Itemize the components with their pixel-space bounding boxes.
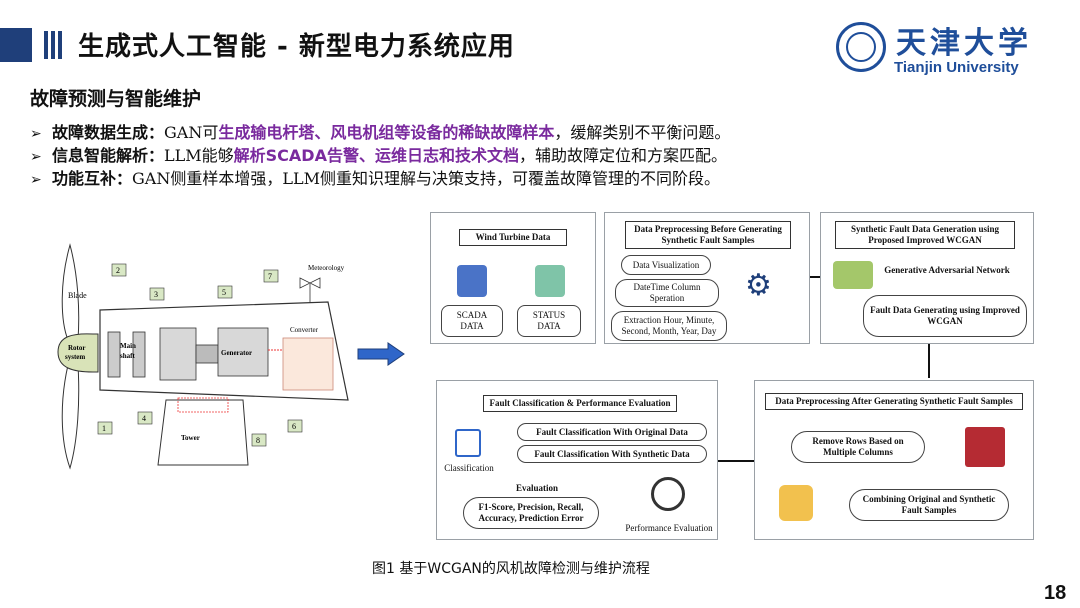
header-stripe: [58, 31, 62, 59]
svg-text:2: 2: [116, 266, 120, 275]
step-pill: Remove Rows Based on Multiple Columns: [791, 431, 925, 463]
classification-label: Classification: [444, 463, 494, 473]
wind-turbine-diagram: Blade Rotor system Main shaft Generator …: [57, 243, 349, 470]
magnifier-icon: [651, 477, 685, 511]
step-pill: Combining Original and Synthetic Fault S…: [849, 489, 1009, 521]
arrow-icon: ➢: [30, 149, 42, 165]
header-accent-bar: [0, 28, 32, 62]
panel-title: Data Preprocessing After Generating Synt…: [765, 393, 1023, 410]
arrow-icon: ➢: [30, 172, 42, 188]
step-pill: Extraction Hour, Minute, Second, Month, …: [611, 311, 727, 341]
svg-text:1: 1: [102, 424, 106, 433]
panel-preprocessing-after: Data Preprocessing After Generating Synt…: [754, 380, 1034, 540]
panel-preprocessing-before: Data Preprocessing Before Generating Syn…: [604, 212, 810, 344]
status-data-label: STATUS DATA: [517, 305, 581, 337]
network-node-icon: [965, 427, 1005, 467]
bullet-key: 信息智能解析：: [52, 146, 165, 165]
number-tags: 1 2 3 4 5 6 7 8: [97, 263, 303, 447]
bullet-highlight: 生成输电杆塔、风电机组等设备的稀缺故障样本: [218, 123, 555, 142]
bullet-list: ➢ 故障数据生成：GAN可生成输电杆塔、风电机组等设备的稀缺故障样本，缓解类别不平…: [30, 121, 1070, 190]
bullet-key: 功能互补：: [52, 169, 133, 188]
bullet-item: ➢ 信息智能解析：LLM能够解析SCADA告警、运维日志和技术文档，辅助故障定位和…: [30, 144, 1070, 167]
svg-text:8: 8: [256, 436, 260, 445]
page-number: 18: [1044, 582, 1067, 604]
connector-arrow: [718, 460, 754, 462]
bullet-key: 故障数据生成：: [52, 123, 165, 142]
header-stripe: [51, 31, 55, 59]
step-pill: Data Visualization: [621, 255, 711, 275]
scada-data-label: SCADA DATA: [441, 305, 503, 337]
generator-label: Generator: [221, 349, 252, 357]
bullet-item: ➢ 故障数据生成：GAN可生成输电杆塔、风电机组等设备的稀缺故障样本，缓解类别不平…: [30, 121, 1070, 144]
metrics-pill: F1-Score, Precision, Recall, Accuracy, P…: [463, 497, 599, 529]
panel-synthetic-generation: Synthetic Fault Data Generation using Pr…: [820, 212, 1034, 344]
performance-label: Performance Evaluation: [625, 523, 713, 533]
gan-network-icon: [833, 261, 873, 289]
connector-arrow: [810, 276, 820, 278]
step-pill: Fault Classification With Synthetic Data: [517, 445, 707, 463]
bullet-text: GAN可: [164, 123, 219, 142]
panel-title: Fault Classification & Performance Evalu…: [483, 395, 677, 412]
arrow-icon: ➢: [30, 126, 42, 142]
evaluation-title: Evaluation: [515, 483, 558, 493]
svg-text:5: 5: [222, 288, 226, 297]
tower-label: Tower: [181, 434, 200, 442]
bullet-text: ，缓解类别不平衡问题。: [554, 123, 731, 142]
logo-english-name: Tianjin University: [894, 59, 1019, 76]
bullet-highlight: 解析SCADA告警、运维日志和技术文档: [233, 146, 519, 165]
step-pill: DateTime Column Speration: [615, 279, 719, 307]
header-stripe: [44, 31, 48, 59]
step-pill: Fault Data Generating using Improved WCG…: [863, 295, 1027, 337]
coins-merge-icon: [779, 485, 813, 521]
step-pill: Fault Classification With Original Data: [517, 423, 707, 441]
status-data-icon: [535, 265, 565, 297]
panel-wind-turbine-data: Wind Turbine Data SCADA DATA STATUS DATA: [430, 212, 596, 344]
bullet-item: ➢ 功能互补：GAN侧重样本增强，LLM侧重知识理解与决策支持，可覆盖故障管理的不…: [30, 167, 1070, 190]
panel-title: Synthetic Fault Data Generation using Pr…: [835, 221, 1015, 249]
svg-text:7: 7: [268, 272, 272, 281]
meteorology-label: Meteorology: [308, 264, 345, 272]
tower-shape: [157, 399, 249, 466]
main-shaft-label: Main: [120, 342, 136, 350]
blade-label: Blade: [68, 291, 87, 300]
classification-icon: [455, 429, 481, 457]
panel-classification-evaluation: Fault Classification & Performance Evalu…: [436, 380, 718, 540]
bullet-text: GAN侧重样本增强，LLM侧重知识理解与决策支持，可覆盖故障管理的不同阶段。: [132, 169, 720, 188]
bullet-text: LLM能够: [164, 146, 234, 165]
rotor-label: system: [65, 353, 85, 361]
converter-label: Converter: [290, 326, 319, 334]
page-title: 生成式人工智能 - 新型电力系统应用: [78, 32, 515, 62]
rotor-label: Rotor: [68, 344, 86, 352]
database-icon: [457, 265, 487, 297]
logo-chinese-name: 天津大学: [896, 26, 1032, 61]
rotor-shape: [57, 333, 99, 373]
svg-text:6: 6: [292, 422, 296, 431]
svg-text:3: 3: [154, 290, 158, 299]
figure-caption: 图1 基于WCGAN的风机故障检测与维护流程: [372, 561, 650, 577]
panel-title: Wind Turbine Data: [459, 229, 567, 246]
panel-title: Data Preprocessing Before Generating Syn…: [625, 221, 791, 249]
blade-bottom-shape: [61, 364, 80, 470]
svg-text:shaft: shaft: [120, 352, 135, 360]
flow-arrow-icon: [357, 342, 405, 366]
gears-icon: ⚙: [745, 268, 772, 303]
gearbox-shape: [159, 327, 197, 381]
bullet-text: ，辅助故障定位和方案匹配。: [518, 146, 727, 165]
generator-shape: [217, 327, 269, 377]
gan-label: Generative Adversarial Network: [884, 265, 1010, 275]
connector-arrow: [928, 344, 930, 378]
university-logo: 天津大学 Tianjin University: [836, 18, 1046, 78]
converter-shape: [282, 337, 334, 391]
university-seal-icon: [836, 22, 886, 72]
svg-text:4: 4: [142, 414, 146, 423]
meteorology-icon: [299, 277, 321, 289]
section-subtitle: 故障预测与智能维护: [30, 88, 202, 110]
